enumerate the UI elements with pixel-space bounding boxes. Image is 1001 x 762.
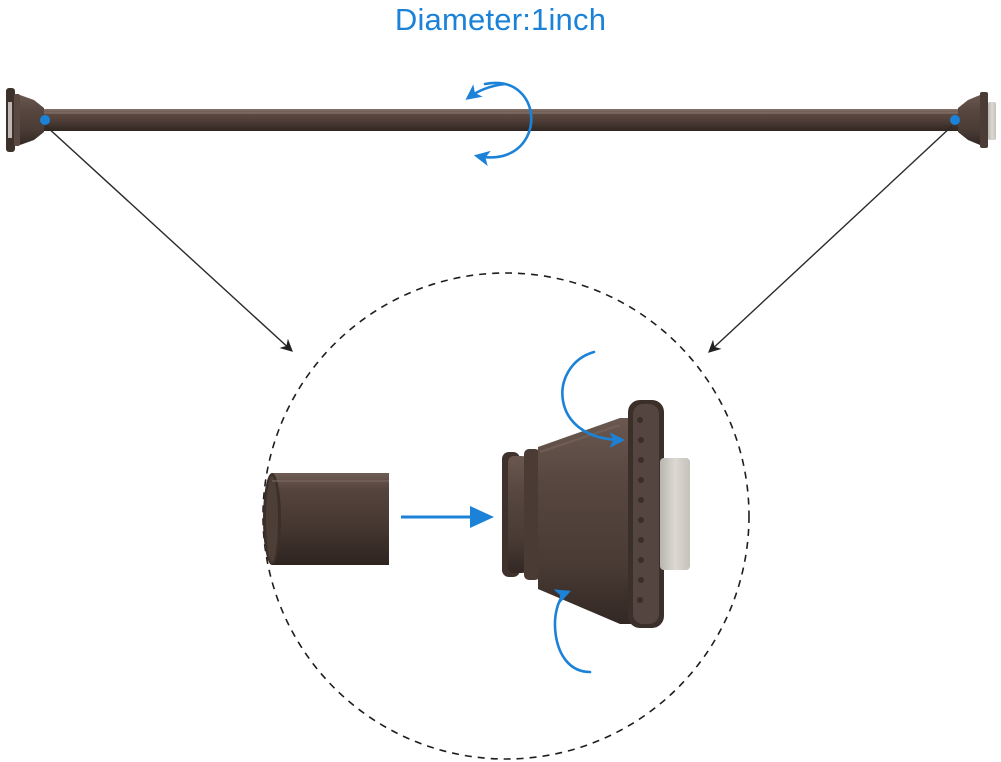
rubber-pad — [988, 102, 996, 140]
rod-tube-detail — [263, 473, 389, 565]
detail-rotation-arrow-icon — [553, 350, 626, 674]
left-pointer-arrow — [45, 125, 293, 352]
detail-callout-circle — [262, 272, 750, 760]
rubber-pad — [660, 458, 690, 570]
left-end-cap — [6, 88, 44, 152]
right-pointer-arrow — [708, 125, 953, 353]
right-joint-dot — [950, 115, 960, 125]
rubber-pad — [8, 102, 12, 138]
left-joint-dot — [40, 115, 50, 125]
full-rod — [6, 88, 996, 152]
insert-arrow-icon — [401, 506, 494, 528]
rod-tube — [44, 109, 958, 131]
rotation-arrow-icon — [465, 81, 533, 167]
right-end-cap — [958, 92, 996, 148]
diameter-caption: Diameter:1inch — [394, 2, 607, 37]
end-cap-detail — [502, 400, 690, 628]
